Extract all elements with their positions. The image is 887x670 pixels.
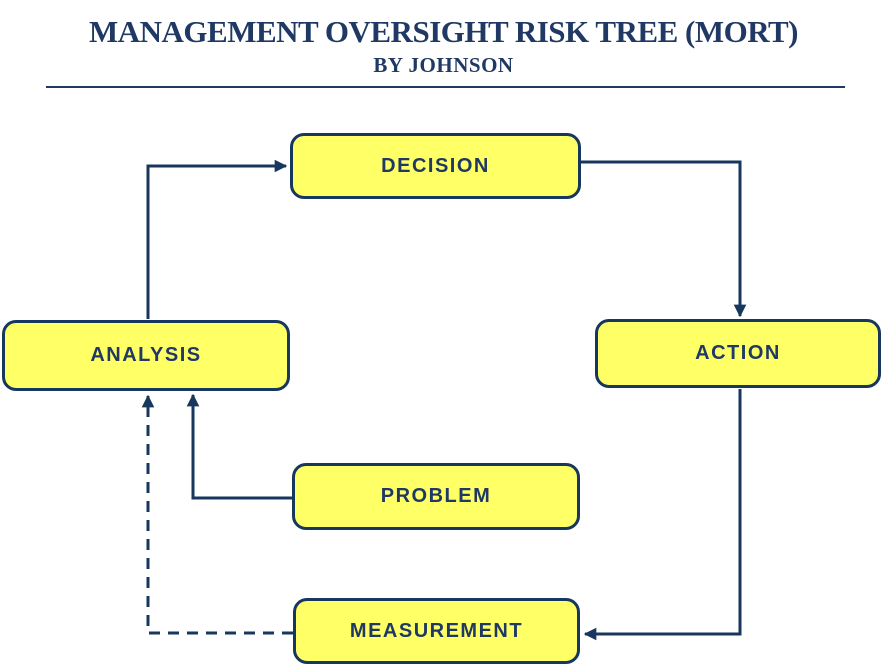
edge-problem-to-analysis: [186, 393, 292, 500]
node-measurement: MEASUREMENT: [293, 598, 580, 664]
edge-analysis-to-decision: [146, 159, 288, 319]
edge-action-to-measurement: [583, 389, 742, 641]
node-action: ACTION: [595, 319, 881, 388]
header-divider: [46, 86, 845, 88]
node-problem-label: PROBLEM: [380, 485, 492, 507]
node-problem: PROBLEM: [292, 463, 580, 530]
page-title: MANAGEMENT OVERSIGHT RISK TREE (MORT): [88, 14, 799, 49]
node-analysis: ANALYSIS: [2, 320, 290, 391]
node-decision-label: DECISION: [381, 154, 490, 177]
node-decision: DECISION: [290, 133, 581, 199]
edge-measurement-to-analysis-dashed: [141, 394, 293, 635]
edge-decision-to-action: [581, 160, 747, 318]
page-subtitle: BY JOHNSON: [373, 53, 514, 77]
header: MANAGEMENT OVERSIGHT RISK TREE (MORT) BY…: [0, 0, 887, 88]
node-measurement-label: MEASUREMENT: [349, 619, 524, 642]
node-action-label: ACTION: [695, 342, 781, 364]
node-analysis-label: ANALYSIS: [90, 344, 202, 366]
